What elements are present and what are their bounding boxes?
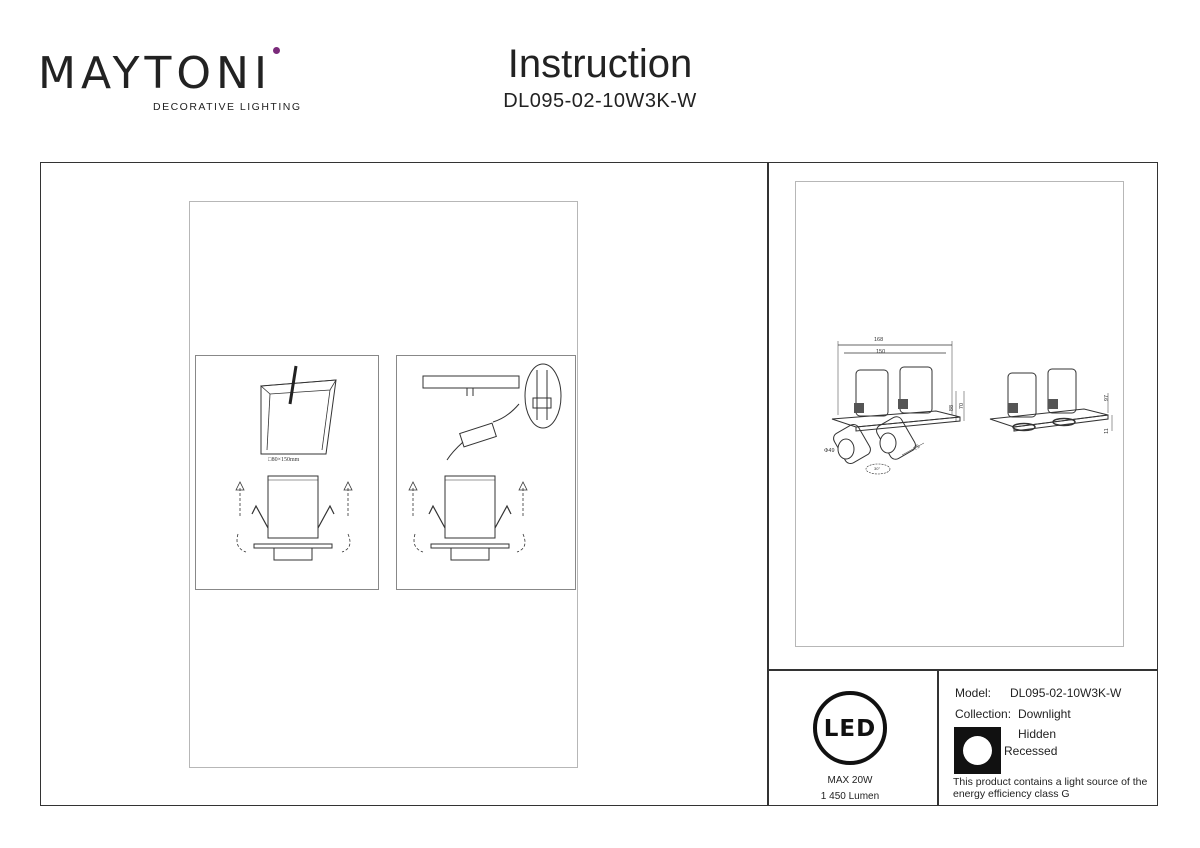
led-badge-icon [812, 690, 888, 766]
energy-class-note: This product contains a light source of … [953, 776, 1148, 800]
dim-width-inner: 150 [876, 349, 886, 355]
dim-diameter: Φ49 [824, 448, 835, 454]
dim-height-body: 70 [959, 402, 966, 410]
dim-width-outer: 168 [874, 337, 884, 343]
model-value: DL095-02-10W3K-W [1010, 686, 1122, 700]
led-lumen: 1 450 Lumen [820, 791, 880, 802]
cutout-diagram [235, 365, 353, 561]
brand-logo: MAYTONI [38, 48, 272, 99]
recessed-mount-icon [954, 727, 1001, 774]
mount-recessed: Recessed [1004, 744, 1058, 758]
document-title: Instruction [507, 42, 693, 86]
install-step-cutout: □80×150mm [195, 355, 379, 590]
document-model: DL095-02-10W3K-W [503, 90, 697, 112]
install-step-wiring [396, 355, 576, 590]
dim-flange: 11 [1103, 428, 1110, 434]
info-divider [937, 669, 939, 806]
frame-divider-vertical [767, 162, 769, 806]
dimension-sheet [795, 181, 1124, 647]
led-power: MAX 20W [827, 775, 873, 786]
led-badge-label: LED [823, 716, 877, 742]
brand-tagline: DECORATIVE LIGHTING [153, 101, 302, 113]
frame-divider-horizontal [767, 669, 1158, 671]
dimension-drawing: 168 150 70 88 Φ49 75 30° 97 11 [812, 335, 1122, 485]
dimension-svg [831, 341, 1113, 475]
wiring-diagram [408, 363, 562, 561]
content-frame [40, 162, 1158, 806]
dim-tilt: 30° [874, 466, 881, 471]
model-label: Model: [955, 686, 992, 700]
collection-value: Downlight [1018, 707, 1071, 721]
collection-label: Collection: [955, 707, 1012, 721]
logo-dot-icon [273, 47, 280, 54]
mount-hidden: Hidden [1018, 727, 1057, 741]
installation-sheet [189, 201, 578, 768]
cutout-label: □80×150mm [268, 457, 300, 463]
dim-height-total: 88 [949, 404, 956, 412]
dim-side-height: 97 [1104, 394, 1111, 402]
